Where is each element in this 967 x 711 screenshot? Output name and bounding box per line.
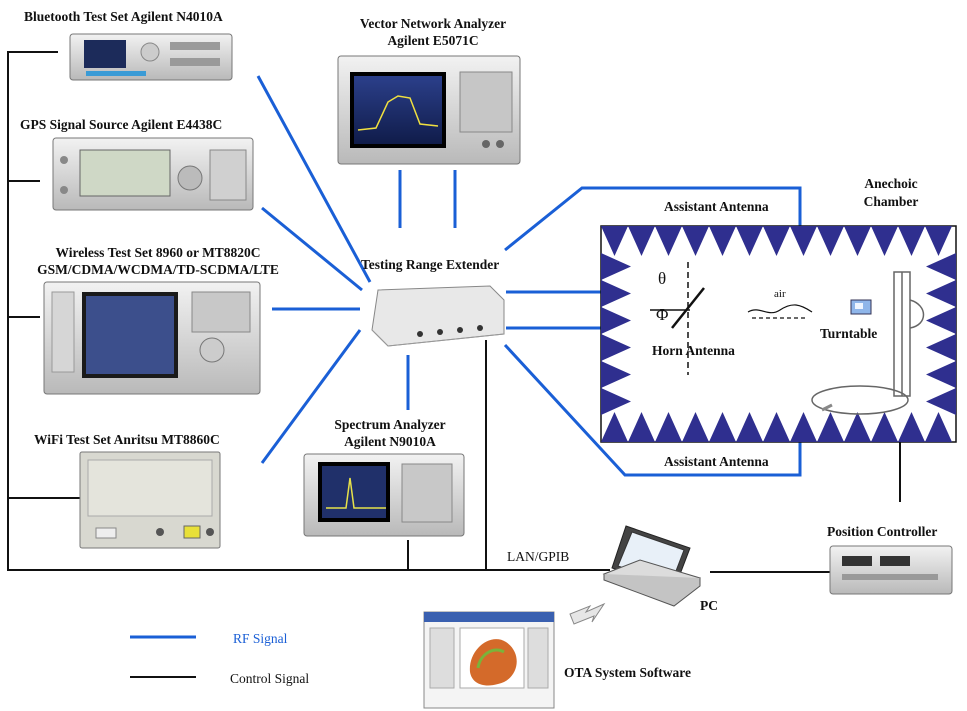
absorber-cone [628, 226, 655, 256]
absorber-cone [844, 412, 871, 442]
label-assistant-antenna-top: Assistant Antenna [664, 199, 769, 214]
absorber-cone [601, 412, 628, 442]
absorber-cone [682, 226, 709, 256]
absorber-cone [925, 412, 952, 442]
absorber-cone [601, 226, 628, 256]
absorber-cone [790, 226, 817, 256]
absorber-cone [682, 412, 709, 442]
absorber-cone [763, 412, 790, 442]
absorber-cone [601, 361, 631, 388]
pc-to-software-arrow [569, 602, 606, 625]
dut-device [850, 299, 872, 315]
spectrum-analyzer-image [303, 453, 465, 537]
label-bluetooth: Bluetooth Test Set Agilent N4010A [24, 9, 223, 24]
absorber-cone [844, 226, 871, 256]
vector-network-analyzer-image [337, 55, 521, 165]
absorber-cone [709, 226, 736, 256]
absorber-cone [926, 280, 956, 307]
position-controller-image [829, 545, 953, 595]
label-air: air [774, 288, 786, 300]
turntable-symbol [811, 271, 925, 415]
label-chamber-line2: Chamber [863, 194, 919, 209]
label-horn-antenna: Horn Antenna [652, 343, 735, 358]
label-lan-gpib: LAN/GPIB [507, 549, 570, 564]
label-vna-line2: Agilent E5071C [387, 33, 479, 48]
label-wireless-line1: Wireless Test Set 8960 or MT8820C [55, 245, 261, 260]
label-spectrum-line1: Spectrum Analyzer [334, 417, 446, 432]
wireless-test-set-image [43, 281, 261, 395]
absorber-cone [926, 361, 956, 388]
absorber-cone [601, 253, 631, 280]
label-turntable: Turntable [820, 326, 878, 341]
absorber-cone [601, 307, 631, 334]
absorber-cone [926, 334, 956, 361]
label-phi: Φ [656, 305, 669, 324]
absorber-cone [925, 226, 952, 256]
absorber-cone [628, 412, 655, 442]
absorber-cones [601, 226, 956, 442]
gps-signal-source-image [52, 137, 254, 211]
absorber-cone [926, 307, 956, 334]
absorber-cone [898, 412, 925, 442]
pc-laptop-image [602, 525, 702, 607]
absorber-cone [790, 412, 817, 442]
label-theta: θ [658, 269, 667, 288]
absorber-cone [763, 226, 790, 256]
legend-control-label: Control Signal [230, 671, 310, 686]
absorber-cone [655, 412, 682, 442]
label-assistant-antenna-bottom: Assistant Antenna [664, 454, 769, 469]
label-pc: PC [700, 598, 718, 613]
absorber-cone [926, 253, 956, 280]
absorber-cone [601, 280, 631, 307]
absorber-cone [736, 412, 763, 442]
absorber-cone [871, 226, 898, 256]
rf-wiring [256, 75, 821, 477]
absorber-cone [709, 412, 736, 442]
bluetooth-test-set-image [69, 33, 233, 81]
absorber-cone [655, 226, 682, 256]
horn-antenna-symbol [650, 262, 705, 375]
absorber-cone [736, 226, 763, 256]
absorber-cone [817, 226, 844, 256]
ota-software-screenshot-image [423, 611, 555, 709]
absorber-cone [871, 412, 898, 442]
air-path [747, 304, 813, 319]
label-wireless-line2: GSM/CDMA/WCDMA/TD-SCDMA/LTE [37, 262, 279, 277]
label-wifi: WiFi Test Set Anritsu MT8860C [34, 432, 220, 447]
label-gps: GPS Signal Source Agilent E4438C [20, 117, 223, 132]
label-extender: Testing Range Extender [361, 257, 500, 272]
absorber-cone [898, 226, 925, 256]
anechoic-chamber [600, 225, 957, 443]
label-position-controller: Position Controller [827, 524, 938, 539]
absorber-cone [926, 388, 956, 415]
testing-range-extender-image [371, 285, 505, 347]
legend-rf-label: RF Signal [233, 631, 288, 646]
wifi-test-set-image [79, 451, 221, 549]
label-vna-line1: Vector Network Analyzer [359, 16, 507, 31]
absorber-cone [601, 334, 631, 361]
absorber-cone [817, 412, 844, 442]
label-spectrum-line2: Agilent N9010A [344, 434, 436, 449]
label-software: OTA System Software [564, 665, 691, 680]
label-chamber-line1: Anechoic [864, 176, 918, 191]
control-wiring [7, 51, 901, 573]
absorber-cone [601, 388, 631, 415]
